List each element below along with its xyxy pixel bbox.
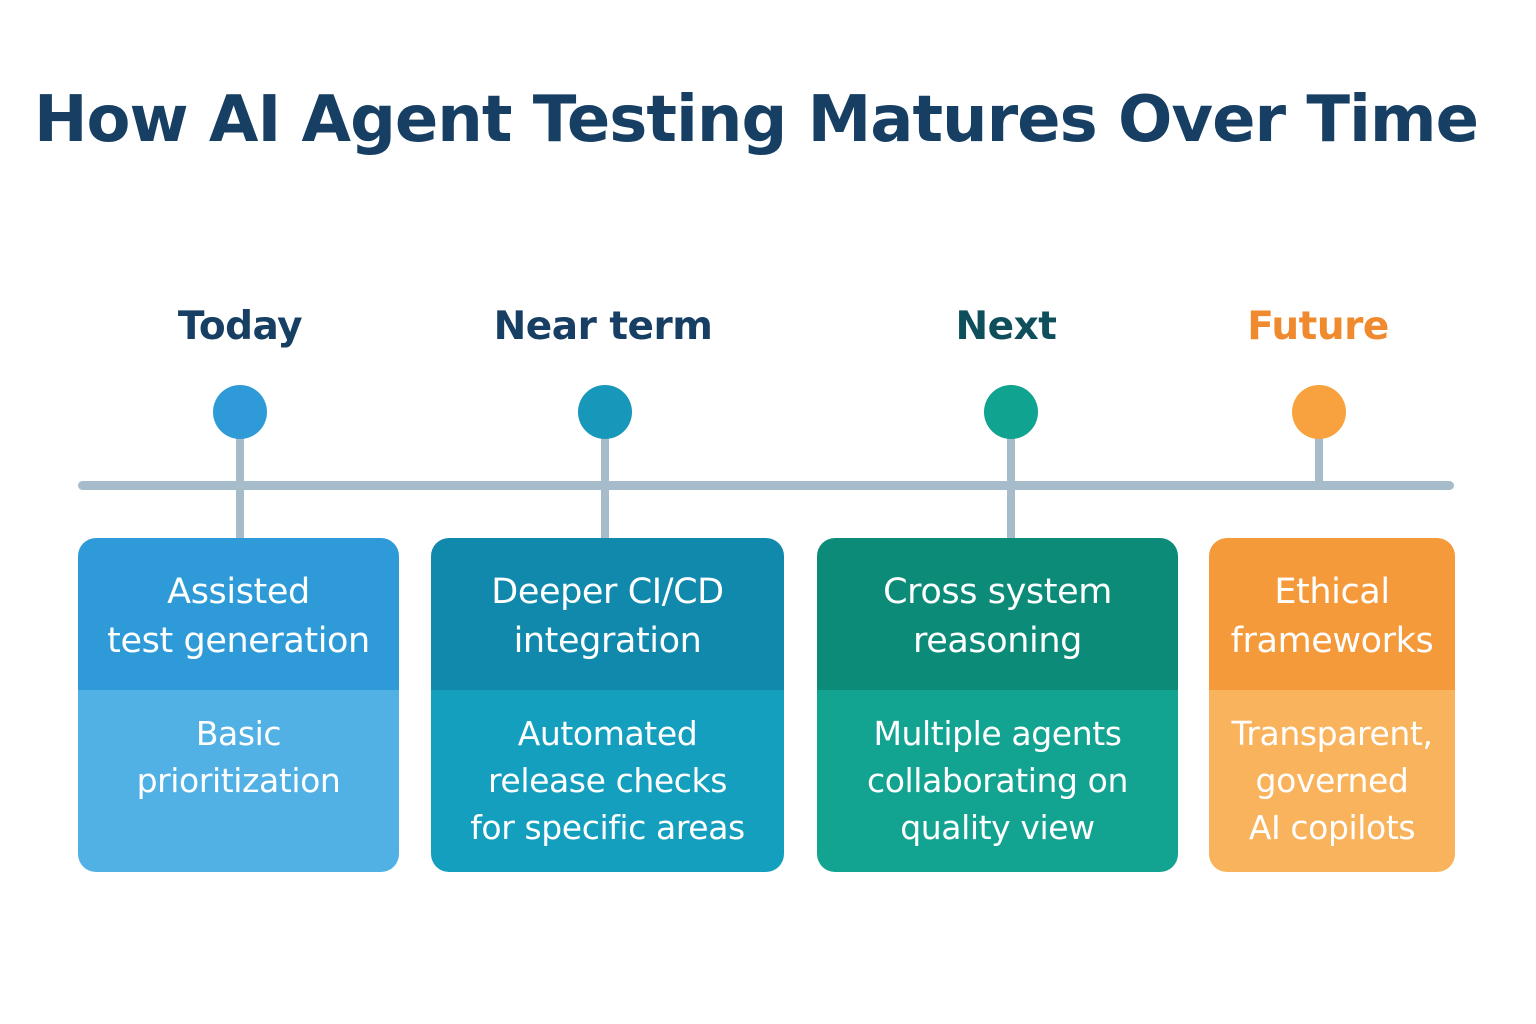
card-next: Cross system reasoning Multiple agents c… (817, 538, 1178, 872)
stem-next (1007, 430, 1015, 540)
card-next-detail: Multiple agents collaborating on quality… (867, 714, 1128, 847)
card-future-heading: Ethical frameworks (1230, 572, 1434, 661)
stem-future (1315, 430, 1323, 485)
card-future-body: Transparent, governed AI copilots (1209, 690, 1455, 872)
milestone-dot-next (984, 385, 1038, 439)
card-next-heading: Cross system reasoning (883, 572, 1112, 661)
card-today-detail: Basic prioritization (136, 714, 341, 800)
stage-label-future: Future (1247, 304, 1389, 349)
page-title: How AI Agent Testing Matures Over Time (33, 83, 1479, 157)
card-next-header: Cross system reasoning (817, 538, 1178, 690)
stage-label-next: Next (955, 304, 1057, 349)
card-near-term: Deeper CI/CD integration Automated relea… (431, 538, 784, 872)
card-future-header: Ethical frameworks (1209, 538, 1455, 690)
card-near-term-heading: Deeper CI/CD integration (491, 572, 724, 661)
card-near-term-header: Deeper CI/CD integration (431, 538, 784, 690)
milestone-dot-near-term (578, 385, 632, 439)
card-future: Ethical frameworks Transparent, governed… (1209, 538, 1455, 872)
timeline-axis (78, 481, 1454, 490)
card-today: Assisted test generation Basic prioritiz… (78, 538, 399, 872)
milestone-dot-future (1292, 385, 1346, 439)
card-near-term-detail: Automated release checks for specific ar… (470, 714, 745, 847)
stem-near-term (601, 430, 609, 540)
stem-today (236, 430, 244, 540)
card-today-header: Assisted test generation (78, 538, 399, 690)
stage-label-near-term: Near term (493, 304, 713, 349)
card-near-term-body: Automated release checks for specific ar… (431, 690, 784, 872)
card-today-heading: Assisted test generation (107, 572, 370, 661)
milestone-dot-today (213, 385, 267, 439)
card-today-body: Basic prioritization (78, 690, 399, 872)
card-future-detail: Transparent, governed AI copilots (1231, 714, 1433, 847)
stage-label-today: Today (177, 304, 303, 349)
card-next-body: Multiple agents collaborating on quality… (817, 690, 1178, 872)
